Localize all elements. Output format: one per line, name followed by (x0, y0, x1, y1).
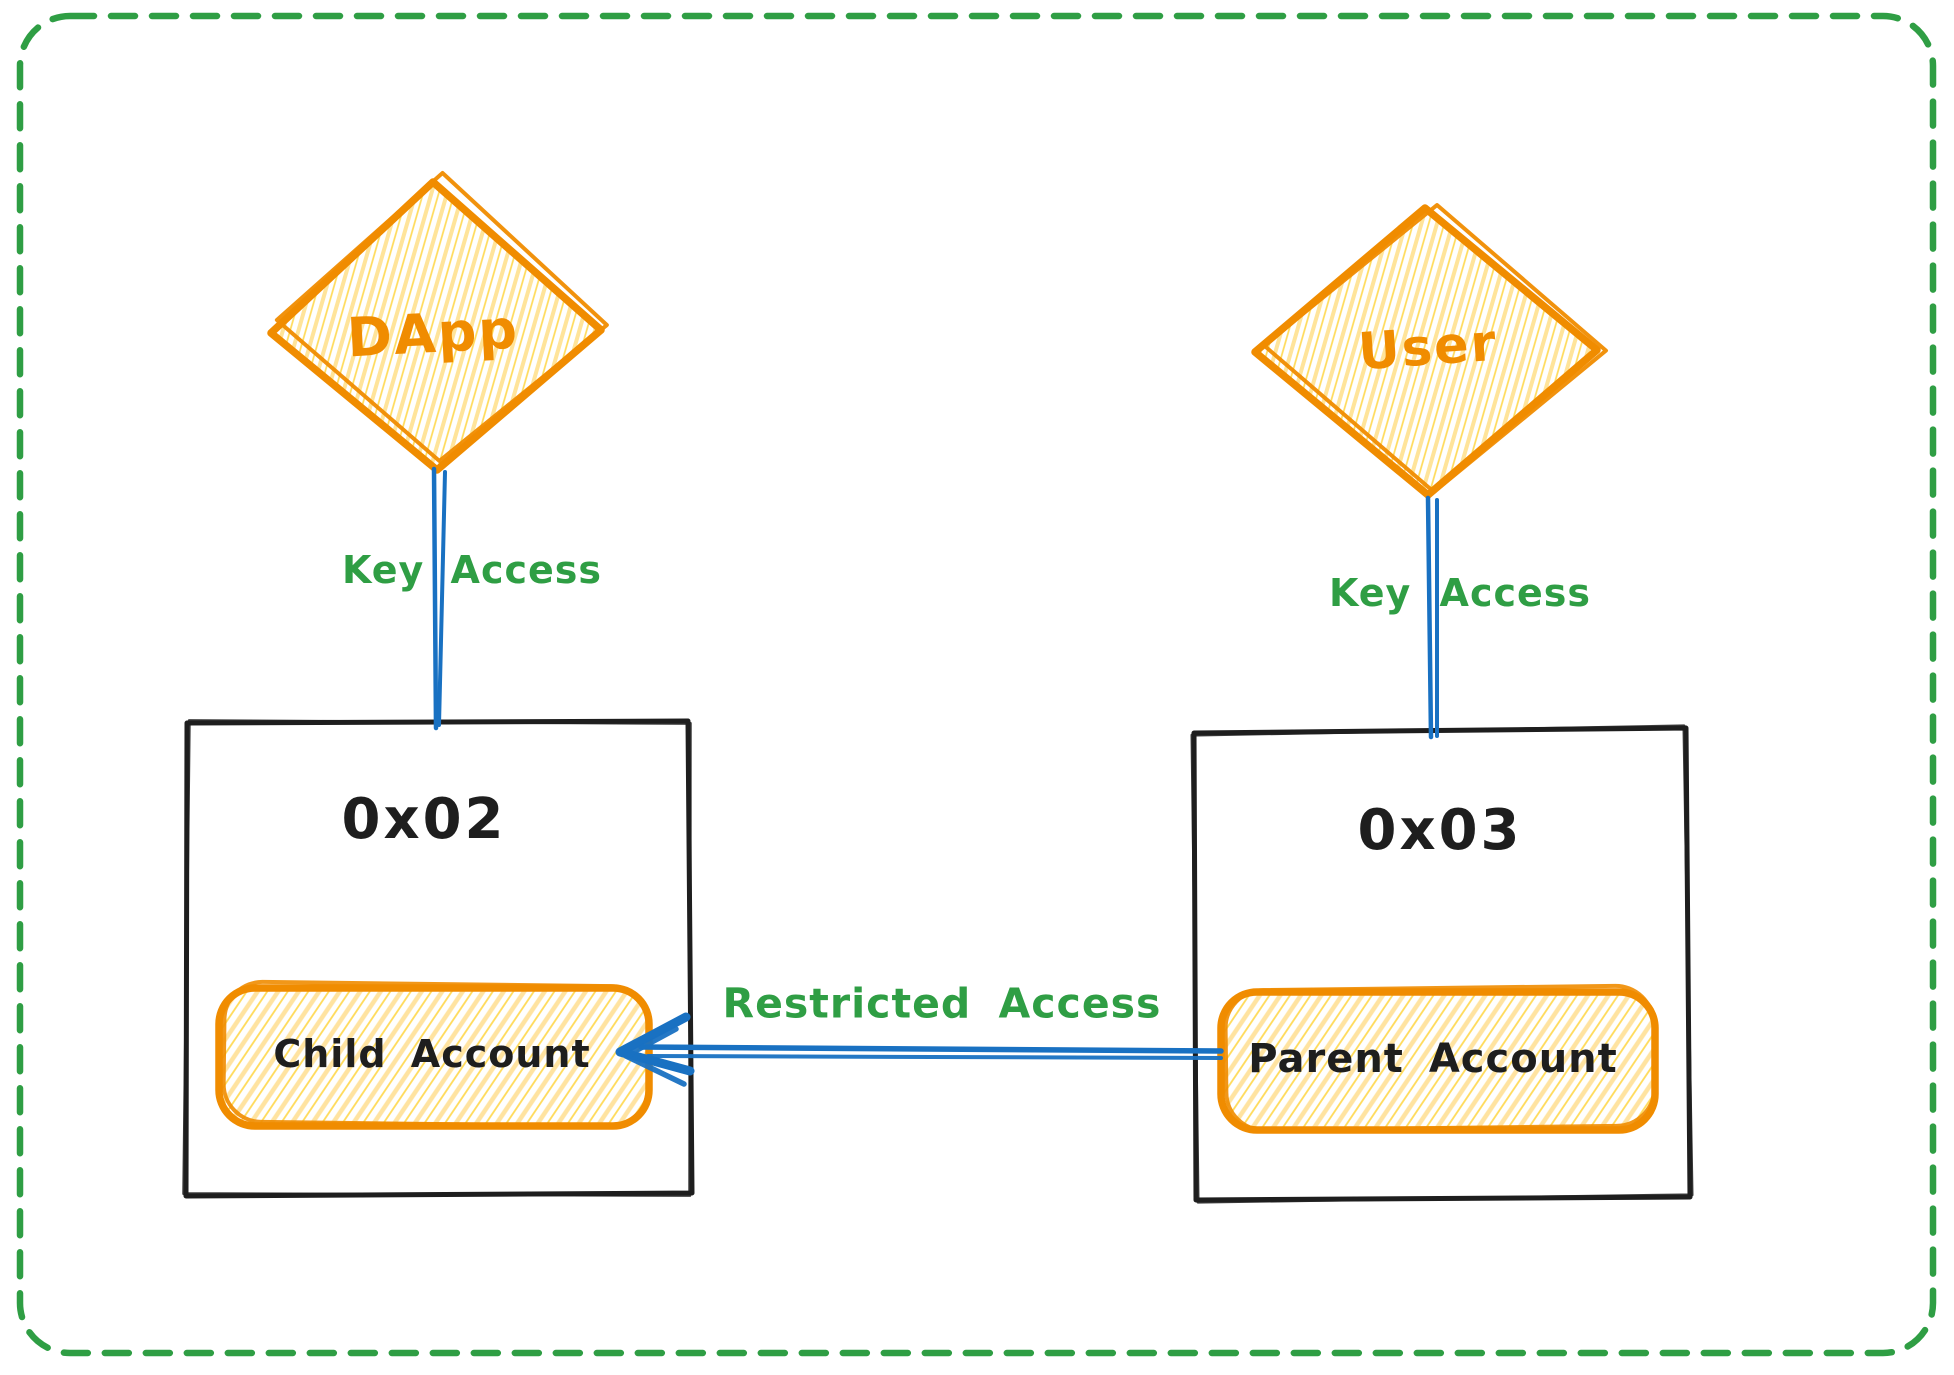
restricted-access-arrow (615, 1012, 1224, 1087)
arrowhead (615, 1012, 695, 1076)
parent-account-pill (1217, 983, 1659, 1134)
dapp-diamond (267, 170, 609, 474)
key-access-label-right: Key Access (1328, 571, 1592, 615)
wallet-address-0x03: 0x03 (1357, 798, 1523, 863)
dashed-canvas-frame (16, 12, 1937, 1357)
key-access-label-left: Key Access (341, 548, 603, 592)
child-account-label: Child Account (273, 1032, 591, 1076)
dapp-node-label: DApp (345, 297, 521, 370)
wallet-address-0x02: 0x02 (341, 787, 507, 852)
parent-account-label: Parent Account (1248, 1036, 1618, 1082)
child-account-pill (215, 979, 653, 1130)
restricted-access-label: Restricted Access (722, 979, 1162, 1028)
connector-user-to-0x03 (1425, 495, 1439, 740)
connector-dapp-to-0x02 (431, 466, 447, 731)
user-diamond (1251, 203, 1608, 499)
user-node-label: User (1356, 313, 1500, 383)
